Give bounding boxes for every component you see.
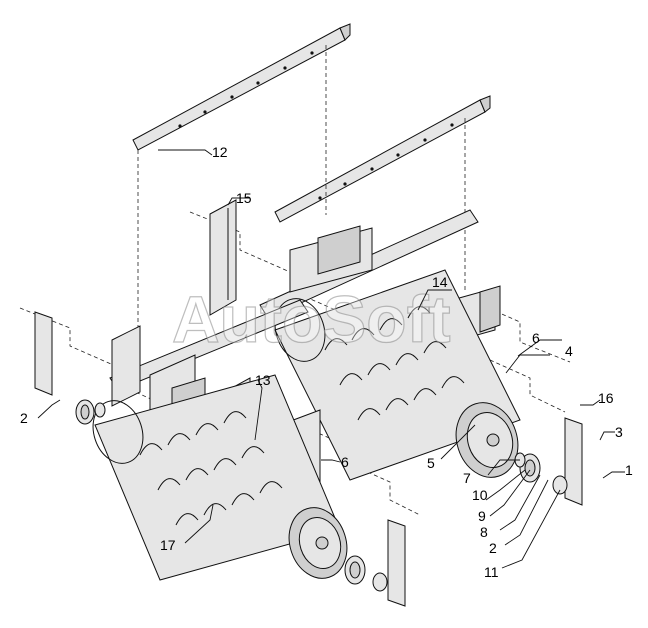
callout-6-front: 6	[341, 454, 349, 470]
side-plate-right-16	[564, 417, 583, 506]
callout-6-rear: 6	[532, 330, 540, 346]
side-plate-front-right	[387, 519, 406, 607]
callout-2-left: 2	[20, 410, 28, 426]
callout-9: 9	[478, 508, 486, 524]
callout-8: 8	[480, 524, 488, 540]
rear-cage-roller	[274, 269, 521, 481]
callout-17: 17	[160, 537, 176, 553]
callout-5: 5	[427, 455, 435, 471]
mounting-bar-left	[132, 23, 351, 151]
callout-10: 10	[472, 487, 488, 503]
front-cage-roller	[92, 374, 348, 581]
mounting-bar-right	[274, 95, 491, 223]
callout-3: 3	[615, 424, 623, 440]
callout-4: 4	[565, 343, 573, 359]
watermark: AutoSoft	[172, 282, 451, 356]
callout-15: 15	[236, 190, 252, 206]
callout-leaders	[37, 149, 625, 569]
rear-frame	[209, 199, 501, 343]
bearing-front	[344, 555, 388, 592]
callout-13: 13	[255, 372, 271, 388]
bearing-left	[75, 399, 106, 425]
callout-12: 12	[212, 144, 228, 160]
callout-14: 14	[432, 274, 448, 290]
callout-2-rear: 2	[489, 540, 497, 556]
bearing-rear	[514, 452, 568, 495]
callout-labels: 12 15 13 14 6 4 16 3 1 5 7 10 9 8 2 11 6…	[20, 144, 633, 580]
callout-16: 16	[598, 390, 614, 406]
callout-7: 7	[463, 470, 471, 486]
callout-11: 11	[484, 564, 499, 580]
side-plate-left	[34, 311, 53, 396]
callout-1: 1	[625, 462, 633, 478]
assembly-guide-lines	[19, 45, 571, 516]
